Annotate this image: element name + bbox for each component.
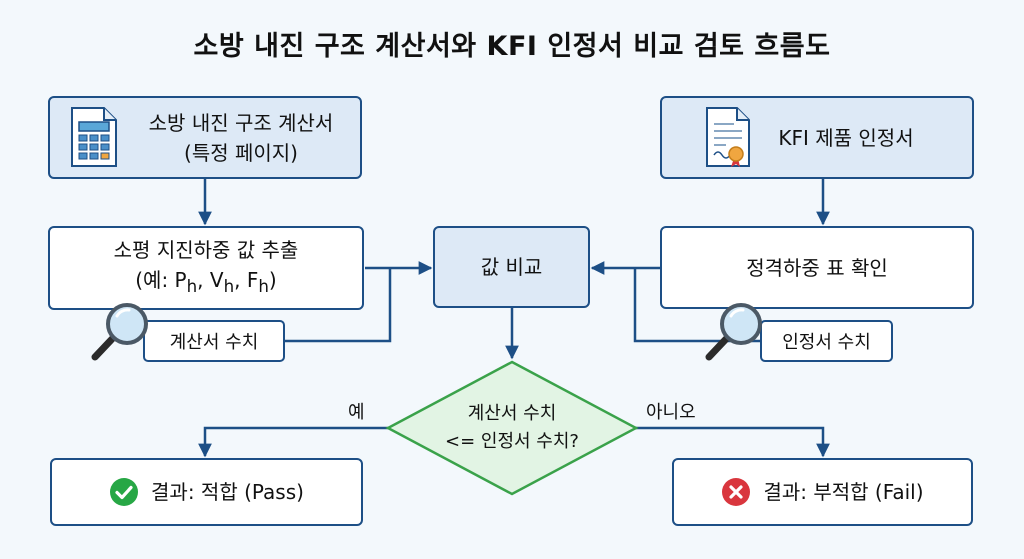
check-circle-icon (110, 478, 139, 506)
calc-value-label: 계산서 수치 (169, 332, 259, 353)
connector-kfi-tag (633, 268, 760, 343)
result-pass-label: 결과: 적합 (Pass) (151, 480, 304, 504)
extract-values-example: (예: Ph, Vh, Fh) (135, 267, 277, 296)
branch-no-label: 아니오 (646, 402, 696, 423)
branch-yes-label: 예 (348, 402, 365, 423)
connector-calc-tag (285, 268, 392, 343)
compare-box: 값 비교 (433, 226, 590, 308)
result-fail-label: 결과: 부적합 (Fail) (763, 480, 924, 504)
rated-load-box: 정격하중 표 확인 (660, 226, 974, 309)
decision-line1: 계산서 수치 (467, 403, 557, 424)
result-fail-box: 결과: 부적합 (Fail) (672, 458, 973, 526)
calc-value-tag: 계산서 수치 (143, 320, 285, 362)
compare-label: 값 비교 (480, 255, 543, 279)
result-pass-box: 결과: 적합 (Pass) (50, 458, 363, 526)
extract-values-box: 소평 지진하중 값 추출 (예: Ph, Vh, Fh) (48, 226, 364, 310)
x-circle-icon (722, 478, 751, 506)
magnifier-icon (705, 303, 762, 361)
kfi-value-label: 인정서 수치 (782, 332, 871, 353)
arrow-decision-no (636, 426, 830, 458)
decision-diamond (385, 360, 639, 496)
diagram-title: 소방 내진 구조 계산서와 KFI 인정서 비교 검토 흐름도 (193, 31, 831, 62)
certificate-icon (706, 107, 750, 167)
calc-document-sublabel: (특정 페이지) (184, 140, 298, 165)
rated-load-label: 정격하중 표 확인 (746, 255, 888, 280)
calc-document-label: 소방 내진 구조 계산서 (148, 110, 334, 135)
extract-values-label: 소평 지진하중 값 추출 (113, 237, 299, 262)
calculator-icon (71, 107, 117, 167)
kfi-value-tag: 인정서 수치 (760, 320, 893, 362)
arrow-decision-yes (198, 426, 388, 458)
kfi-certificate-label: KFI 제품 인정서 (778, 125, 914, 150)
magnifier-icon (91, 303, 148, 361)
decision-text: 계산서 수치 <= 인정서 수치? (385, 362, 639, 494)
decision-line2: <= 인정서 수치? (445, 431, 579, 452)
